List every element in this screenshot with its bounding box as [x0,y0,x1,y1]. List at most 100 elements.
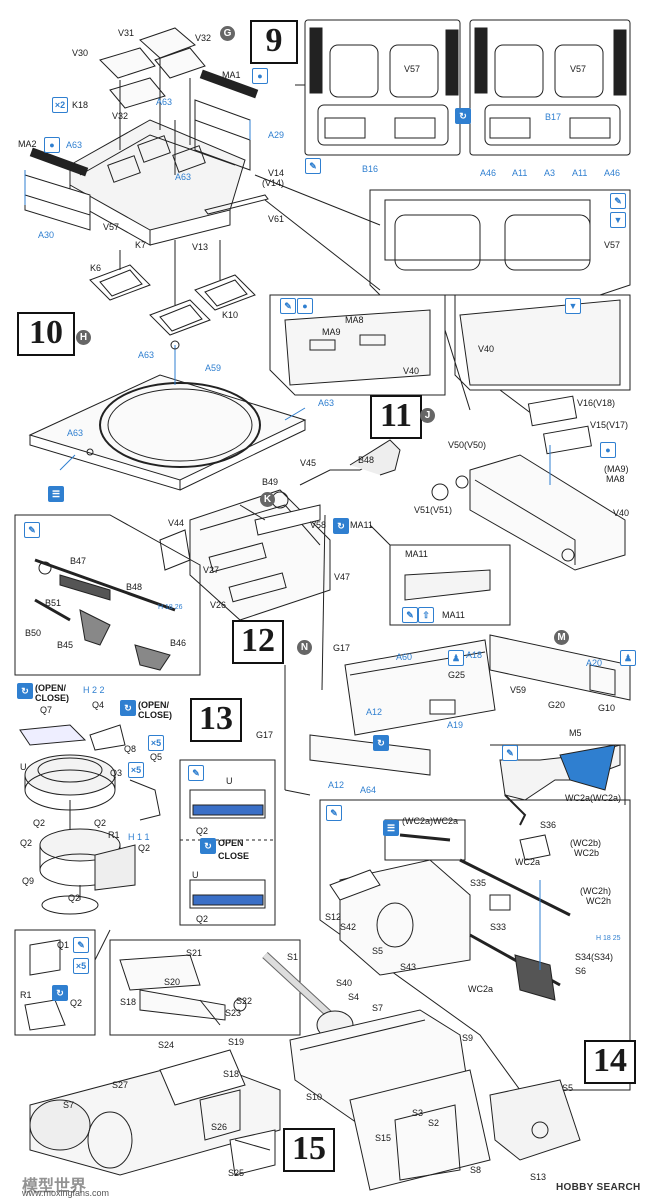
label-v44: V44 [168,518,185,528]
camera-rotate-icon: ↻ [455,108,471,124]
label-q8: Q8 [124,744,137,754]
label-ma11: MA11 [350,520,373,530]
label-a12: A12 [366,707,383,717]
label-s18: S18 [120,997,137,1007]
label-v16-v18: V16(V18) [577,398,616,408]
label-ma1: MA1 [222,70,241,80]
label-wc2b: WC2b [574,848,600,858]
label-open-close: (OPEN/CLOSE) [35,683,70,703]
step-number-15: 15 [283,1128,335,1172]
cement-icon: ☰ [48,486,64,502]
camera-rotate-icon: ↻ [333,518,349,534]
label-a46: A46 [604,168,621,178]
label-v40: V40 [478,344,495,354]
label-s15: S15 [375,1133,392,1143]
label-a63: A63 [318,398,335,408]
label-h18: H 18 25 [596,935,621,942]
label-h18: H 18 26 [158,604,183,611]
camera-rotate-icon: ⇧ [418,607,434,623]
label-s7: S7 [372,1003,384,1013]
label-b46: B46 [170,638,187,648]
label-b49: B49 [262,477,279,487]
label-ma8: MA8 [606,474,625,484]
label-q1: Q1 [57,940,70,950]
label-s12: S12 [325,912,342,922]
cement-icon: ● [44,137,60,153]
label-v57-inset-right: V57 [570,64,587,74]
marker-h: H [76,330,91,345]
step9-drawing [24,19,631,336]
paint-icon: ✎ [502,745,518,761]
label-a3: A3 [544,168,556,178]
step14-drawing [319,744,631,1091]
paint-icon: ✎ [188,765,204,781]
label-b17: B17 [545,112,562,122]
label-v40: V40 [403,366,420,376]
label-k6: K6 [90,263,102,273]
label-a63: A63 [67,428,84,438]
label-v32: V32 [112,111,129,121]
paint-icon: ✎ [326,805,342,821]
label-v58: V58 [310,520,327,530]
label-open-close: (OPEN/CLOSE) [138,700,173,720]
label-s43: S43 [400,962,417,972]
camera-rotate-icon: ↻ [120,700,136,716]
paint-icon: ♟ [620,650,636,666]
label-u: U [20,762,27,772]
label-ma11-inset: MA11 [405,549,428,559]
label-a11: A11 [572,168,588,178]
label-v30: V30 [72,48,89,58]
paint-icon: ✎ [24,522,40,538]
paint-icon: ✎ [280,298,296,314]
label-q2: Q2 [70,998,83,1008]
x2-count: 2 [60,100,66,110]
label-wc2a-paren: (WC2a)WC2a [402,816,459,826]
label-wc2h: WC2h [586,896,612,906]
label-m5: M5 [569,728,582,738]
step-number-13: 13 [190,698,242,742]
label-v13: V13 [192,242,209,252]
label-s4: S4 [348,992,360,1002]
label-v40: V40 [613,508,630,518]
camera-rotate-icon: ↻ [17,683,33,699]
label-a30: A30 [38,230,55,240]
label-v14: V14 [268,168,285,178]
paint-icon: ♟ [448,650,464,666]
cement-icon: ● [600,442,616,458]
label-s42: S42 [340,922,357,932]
label-s2: S2 [428,1118,440,1128]
x5-icon: ×5 [128,762,144,778]
label-s20: S20 [164,977,181,987]
paint-icon: ✎ [73,937,89,953]
label-s22: S22 [236,996,253,1006]
label-a63: A63 [138,350,155,360]
label-v51: V51(V51) [414,505,453,515]
cement-icon: ● [297,298,313,314]
label-g17: G17 [256,730,274,740]
label-r1: R1 [20,990,32,1000]
label-s33: S33 [490,922,507,932]
label-s35: S35 [470,878,487,888]
label-s21: S21 [186,948,203,958]
label-s24: S24 [158,1040,175,1050]
label-q2: Q2 [94,818,107,828]
label-v57: V57 [103,222,120,232]
label-ma8: MA8 [345,315,364,325]
label-k18: K18 [72,100,89,110]
marker-g: G [220,26,235,41]
label-s3: S3 [412,1108,424,1118]
label-q9: Q9 [22,876,35,886]
label-b48: B48 [358,455,375,465]
cement-icon: ☰ [383,820,399,836]
label-q3: Q3 [110,768,123,778]
label-v57-inset-left: V57 [404,64,421,74]
label-u: U [192,870,199,880]
label-ma9: MA9 [322,327,341,337]
step-number-11: 11 [370,395,422,439]
label-s8: S8 [470,1165,482,1175]
label-v14-paren: (V14) [262,178,285,188]
label-close: CLOSE [218,851,250,861]
label-q4: Q4 [92,700,105,710]
